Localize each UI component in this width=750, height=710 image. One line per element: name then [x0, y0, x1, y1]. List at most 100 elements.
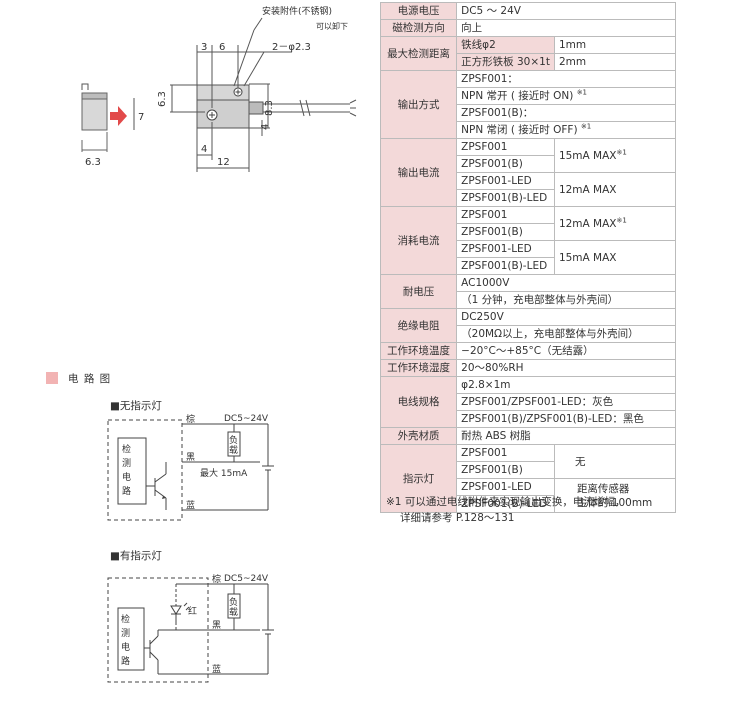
row-line: （1 分钟，充电部整体与外壳间） [456, 291, 676, 309]
model-name: ZPSF001-LED [456, 240, 555, 258]
note-mark: ※1 [580, 122, 592, 131]
model-value: 15mA MAX [553, 240, 677, 275]
footnote-line-2: 详细请参考 P.128～131 [400, 512, 515, 524]
table-row: 工作环境湿度 20～80%RH [379, 359, 676, 377]
row-value: −20°C～+85°C（无结露） [456, 342, 676, 360]
load-char-2: 载 [229, 606, 238, 618]
detect-char-4: 路 [121, 655, 130, 667]
table-row: 电线规格 φ2.8×1m [379, 376, 676, 428]
footnote-line-1: ※1 可以通过电线附件来实现输出变换，电流增幅， [386, 496, 626, 508]
row-label: 输出电流 [379, 138, 458, 207]
table-row: 电源电压 DC5 ～ 24V [379, 2, 676, 20]
table-row: 消耗电流 ZPSF001 12mA MAX※1 [379, 206, 677, 275]
dim-6: 6 [219, 42, 225, 53]
row-value: DC5 ～ 24V [456, 2, 676, 20]
dim-6-3-bottom: 6.3 [85, 157, 101, 168]
table-row: 输出电流 ZPSF001 15mA MAX※1 [379, 138, 677, 207]
sub-value: 2mm [553, 53, 677, 71]
row-label: 电源电压 [379, 2, 458, 20]
table-row: 工作环境温度 −20°C～+85°C（无结露） [379, 342, 676, 360]
section-marker [46, 372, 58, 384]
load-char-1: 负 [229, 434, 238, 446]
dim-6-3-side: 6.3 [157, 91, 168, 107]
dim-4-right: 4 [260, 124, 271, 130]
led-title: ■有指示灯 [110, 550, 162, 562]
model-name: ZPSF001-LED [456, 478, 555, 496]
table-row: 最大检测距离 铁线φ2 1mm [379, 36, 677, 71]
row-line: ZPSF001/ZPSF001-LED：灰色 [456, 393, 676, 411]
detect-char-1: 检 [122, 443, 131, 455]
dim-12: 12 [217, 157, 230, 168]
wire-brown: 棕 [186, 413, 195, 425]
model-name: ZPSF001 [456, 206, 555, 224]
row-value: 20～80%RH [456, 359, 676, 377]
row-line: ZPSF001(B)： [456, 104, 676, 122]
table-row: 正方形铁板 30×1t 2mm [381, 53, 677, 71]
table-row: 耐电压 AC1000V [379, 274, 676, 309]
row-line: NPN 常闭 ( 接近时 OFF) ※1 [456, 121, 676, 139]
dim-7: 7 [138, 112, 144, 123]
row-label: 绝缘电阻 [379, 308, 458, 343]
row-value: 耐热 ABS 树脂 [456, 427, 676, 445]
sub-value: 1mm [553, 36, 677, 54]
model-value: 12mA MAX※1 [553, 206, 677, 241]
wire-black: 黑 [212, 620, 221, 631]
dim-8-3: 8.3 [264, 100, 275, 116]
supply-voltage: DC5~24V [224, 574, 269, 584]
detect-char-2: 测 [121, 628, 130, 639]
side-view [81, 83, 108, 152]
circuit-led: 棕 黑 蓝 红 DC5~24V 负 载 检 测 电 路 [107, 573, 274, 683]
load-char-2: 载 [229, 444, 238, 456]
table-row: 磁检测方向 向上 [379, 19, 676, 37]
footnote: ※1 可以通过电线附件来实现输出变换，电流增幅， 详细请参考 P.128～131 [386, 494, 625, 526]
dimension-drawing: 7 [81, 5, 357, 172]
detect-char-4: 路 [122, 485, 131, 497]
model-name: ZPSF001(B)-LED [456, 495, 555, 513]
dim-4-bottom: 4 [201, 144, 207, 155]
row-line: （20MΩ以上，充电部整体与外壳间） [456, 325, 676, 343]
accessory-label: 安装附件(不锈钢) [262, 5, 332, 17]
row-label: 电线规格 [379, 376, 458, 428]
detect-char-3: 电 [121, 641, 130, 653]
wire-black: 黑 [186, 452, 195, 463]
model-name: ZPSF001(B)-LED [456, 189, 555, 207]
circuit-no-led: 棕 黑 蓝 DC5~24V 负 载 最大 15mA 检 测 电 路 [107, 413, 274, 521]
row-label: 磁检测方向 [379, 19, 458, 37]
row-label: 工作环境湿度 [379, 359, 458, 377]
note-mark: ※1 [616, 148, 627, 156]
row-label: 最大检测距离 [379, 36, 458, 71]
row-label: 耐电压 [379, 274, 458, 309]
magnet-direction-arrow [110, 106, 127, 126]
removable-label: 可以卸下 [316, 21, 348, 31]
table-row: 输出方式 ZPSF001： [379, 70, 676, 139]
table-row: 绝缘电阻 DC250V [379, 308, 676, 343]
row-value: 向上 [456, 19, 676, 37]
model-name: ZPSF001(B)-LED [456, 257, 555, 275]
detect-char-1: 检 [121, 613, 130, 625]
row-line: φ2.8×1m [456, 376, 676, 394]
wire-brown: 棕 [212, 573, 221, 585]
sub-label: 铁线φ2 [456, 36, 555, 54]
dim-3: 3 [201, 42, 207, 53]
row-label: 工作环境温度 [379, 342, 458, 360]
note-mark: ※1 [616, 216, 627, 224]
row-label: 输出方式 [379, 70, 458, 139]
row-line: AC1000V [456, 274, 676, 292]
row-line: DC250V [456, 308, 676, 326]
model-name: ZPSF001-LED [456, 172, 555, 190]
row-line: ZPSF001： [456, 70, 676, 88]
led-red-label: 红 [188, 605, 197, 617]
model-name: ZPSF001(B) [456, 155, 555, 173]
detect-char-3: 电 [122, 471, 131, 483]
table-row: 外壳材质 耐热 ABS 树脂 [379, 427, 676, 445]
model-name: ZPSF001(B) [456, 461, 555, 479]
table-row: 指示灯 ZPSF001 无 [379, 444, 677, 513]
sub-label: 正方形铁板 30×1t [456, 53, 555, 71]
circuit-section-title: 电 路 图 [68, 373, 112, 385]
model-name: ZPSF001 [456, 138, 555, 156]
spec-table: 电源电压 DC5 ～ 24V 磁检测方向 向上 最大检测距离 铁线φ2 1mm … [379, 2, 677, 513]
row-label: 消耗电流 [379, 206, 458, 275]
row-line: NPN 常开 ( 接近时 ON) ※1 [456, 87, 676, 105]
load-char-1: 负 [229, 596, 238, 608]
wire-blue: 蓝 [186, 499, 195, 511]
